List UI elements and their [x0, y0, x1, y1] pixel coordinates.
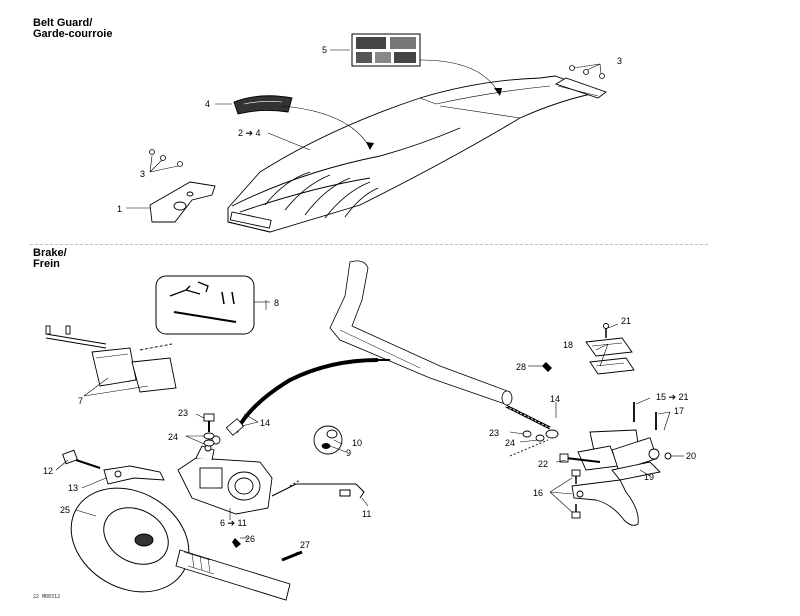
callout-12: 12	[43, 466, 53, 476]
leader-lines-brake	[55, 300, 684, 557]
callout-8: 8	[274, 298, 279, 308]
callout-13: 13	[68, 483, 78, 493]
brake-title: Brake/ Frein	[33, 248, 67, 270]
callout-21: 21	[621, 316, 631, 326]
brake-line	[271, 479, 365, 499]
callout-24-left: 24	[168, 432, 178, 442]
handlebar	[329, 260, 513, 406]
banjo-fittings-right	[505, 402, 657, 519]
nuts-group	[149, 65, 605, 167]
callout-23-right: 23	[489, 428, 499, 438]
callout-22: 22	[538, 459, 548, 469]
belt-guard-title-en: Belt Guard/	[33, 17, 93, 29]
drive-shaft	[175, 549, 291, 601]
callout-16: 16	[533, 488, 543, 498]
brake-caliper	[177, 435, 273, 515]
callout-26: 26	[245, 534, 255, 544]
callout-3-right: 3	[617, 56, 622, 66]
brake-fluid-symbol	[542, 362, 552, 372]
callout-17: 17	[674, 406, 684, 416]
brake-lever	[571, 479, 639, 526]
callout-labels: 1 2 ➔ 4 3 3 4 5 6 ➔ 11 7 8 9 10 11 12 13…	[43, 45, 696, 550]
guard-rear-bracket	[554, 77, 607, 99]
callout-19: 19	[644, 472, 654, 482]
retaining-ring	[232, 538, 241, 548]
belt-guard-title: Belt Guard/ Garde-courroie	[33, 18, 112, 40]
callout-25: 25	[60, 505, 70, 515]
caliper-bracket	[103, 465, 165, 485]
decal-badge	[233, 95, 293, 115]
belt-guard-title-fr: Garde-courroie	[33, 28, 113, 40]
caliper-piston	[313, 425, 343, 455]
callout-27: 27	[300, 540, 310, 550]
belt-guard-part	[227, 75, 602, 233]
callout-6-11: 6 ➔ 11	[220, 518, 247, 528]
parking-brake-kit	[155, 275, 255, 335]
callout-9: 9	[346, 448, 351, 458]
drawing-code: 22 MR0312	[33, 594, 61, 600]
callout-3-left: 3	[140, 169, 145, 179]
leader-arrowheads-belt-guard	[366, 88, 502, 150]
callout-7: 7	[78, 396, 83, 406]
callout-1: 1	[117, 204, 122, 214]
brake-pads	[45, 325, 177, 393]
callout-23-left: 23	[178, 408, 188, 418]
guard-mount-bracket	[149, 181, 216, 223]
callout-24-right: 24	[505, 438, 515, 448]
shaft-key	[281, 550, 303, 562]
brake-disc	[70, 487, 190, 593]
callout-20: 20	[686, 451, 696, 461]
master-cylinder	[577, 429, 672, 481]
brake-title-en: Brake/	[33, 247, 67, 259]
callout-5: 5	[322, 45, 327, 55]
leader-lines-belt-guard	[126, 49, 602, 209]
callout-18: 18	[563, 340, 573, 350]
callout-15-21: 15 ➔ 21	[656, 392, 689, 402]
warning-label	[351, 33, 421, 67]
bolt-washers-left	[203, 413, 215, 447]
callout-28: 28	[516, 362, 526, 372]
callout-4: 4	[205, 99, 210, 109]
callout-14-right: 14	[550, 394, 560, 404]
callout-2-4: 2 ➔ 4	[238, 128, 261, 138]
callout-14-left: 14	[260, 418, 270, 428]
brake-hose	[225, 358, 390, 436]
bolt-12	[62, 449, 101, 469]
callout-11: 11	[362, 509, 371, 519]
section-divider	[30, 244, 708, 245]
reservoir-cover	[585, 323, 635, 375]
brake-title-fr: Frein	[33, 258, 60, 270]
callout-10: 10	[352, 438, 362, 448]
